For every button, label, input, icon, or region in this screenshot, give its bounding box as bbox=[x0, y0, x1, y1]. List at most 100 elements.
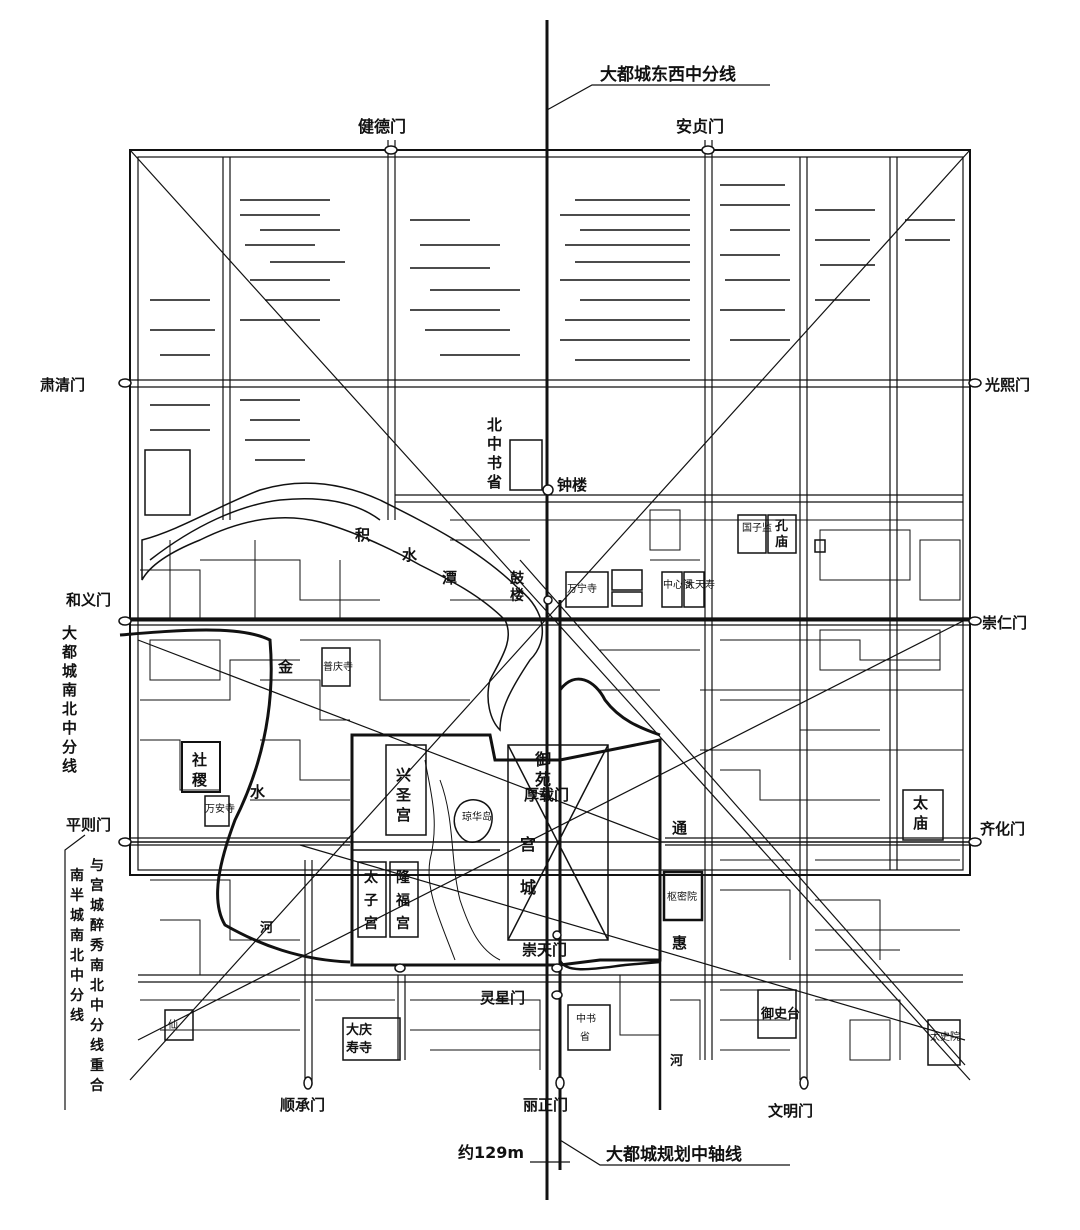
tong-label: 通 bbox=[672, 819, 687, 837]
svg-text:中: 中 bbox=[90, 997, 104, 1014]
taizigong-label-2: 子 bbox=[364, 893, 378, 909]
xingsheng-label-3: 宫 bbox=[396, 806, 411, 824]
svg-text:分: 分 bbox=[70, 988, 84, 1004]
offset-label: 约129m bbox=[458, 1143, 524, 1162]
svg-text:北: 北 bbox=[62, 700, 77, 718]
city-wall bbox=[129, 149, 971, 876]
guozijian-label: 国子监 bbox=[742, 521, 772, 534]
xian-label: 仙 bbox=[168, 1018, 178, 1031]
jishuitan-label-3: 潭 bbox=[442, 569, 457, 587]
zhongshusheng-label-2: 省 bbox=[580, 1030, 590, 1043]
longfu-label-2: 福 bbox=[395, 892, 410, 909]
wanan-temple-label: 万安寺 bbox=[205, 802, 235, 815]
svg-text:分: 分 bbox=[62, 738, 77, 756]
beizhong-label-2: 中 bbox=[487, 435, 502, 453]
svg-text:秀: 秀 bbox=[89, 937, 105, 954]
daqing-label-2: 寿寺 bbox=[346, 1040, 372, 1056]
longfu-label-1: 隆 bbox=[396, 869, 411, 886]
gate-lizheng-label: 丽正门 bbox=[523, 1096, 568, 1114]
leader-lines bbox=[64, 84, 790, 1166]
tianshi-label: 大天寿 bbox=[685, 578, 715, 591]
planning-axis-label: 大都城规划中轴线 bbox=[606, 1144, 742, 1165]
note-column-1: 与 宫 城 醉 秀 南 北 中 分 线 重 合 bbox=[89, 858, 105, 1094]
qiongyu-label: 琼华岛 bbox=[462, 810, 492, 823]
gate-labels: 健德门 安贞门 肃清门 光熙门 和义门 崇仁门 平则门 齐化门 顺承门 丽正门 … bbox=[40, 117, 1030, 1120]
svg-text:北: 北 bbox=[90, 978, 104, 994]
gate-chongren-label: 崇仁门 bbox=[982, 614, 1027, 632]
block-network bbox=[140, 509, 961, 1070]
svg-text:城: 城 bbox=[90, 897, 104, 914]
beizhong-label-3: 书 bbox=[487, 454, 502, 472]
svg-text:南: 南 bbox=[70, 867, 84, 884]
drum-tower-label-1: 鼓 bbox=[510, 570, 525, 587]
kongmiao-label-2: 庙 bbox=[775, 534, 788, 550]
svg-text:线: 线 bbox=[70, 1007, 84, 1024]
beizhong-label-1: 北 bbox=[487, 416, 502, 434]
sheji-label-2: 稷 bbox=[192, 771, 208, 789]
gate-suqing-label: 肃清门 bbox=[40, 376, 85, 394]
gong-label: 宫 bbox=[520, 835, 536, 854]
taishiyuan-label: 太史院 bbox=[930, 1030, 960, 1043]
svg-text:宫: 宫 bbox=[90, 877, 104, 894]
sheji-label-1: 社 bbox=[191, 751, 207, 769]
svg-text:北: 北 bbox=[70, 948, 84, 964]
svg-text:半: 半 bbox=[70, 887, 84, 904]
longfu-label-3: 宫 bbox=[396, 915, 410, 932]
gate-wenming-label: 文明门 bbox=[768, 1102, 813, 1120]
houzai-gate-label: 厚载门 bbox=[524, 786, 569, 804]
gate-guangxi-label: 光熙门 bbox=[984, 376, 1030, 394]
taimiao-label-2: 庙 bbox=[913, 814, 928, 832]
svg-text:合: 合 bbox=[90, 1077, 105, 1094]
bell-tower-label: 钟楼 bbox=[557, 476, 587, 494]
planning-axes bbox=[129, 149, 971, 1081]
svg-text:都: 都 bbox=[61, 643, 77, 661]
svg-text:大: 大 bbox=[62, 624, 77, 642]
jishuitan-lake bbox=[141, 482, 544, 732]
chongtian-gate-label: 崇天门 bbox=[522, 941, 567, 959]
svg-text:南: 南 bbox=[62, 681, 77, 699]
he-south-label: 河 bbox=[670, 1053, 683, 1069]
east-west-midline-label: 大都城东西中分线 bbox=[600, 64, 736, 85]
yuyuan-label-2: 苑 bbox=[534, 770, 551, 789]
taimiao-label-1: 太 bbox=[913, 794, 929, 812]
gate-shuncheng-label: 顺承门 bbox=[280, 1096, 325, 1114]
taizigong-label-3: 宫 bbox=[364, 915, 378, 932]
shumiyuan-label: 枢密院 bbox=[667, 890, 697, 903]
daqing-label-1: 大庆 bbox=[346, 1022, 372, 1038]
hui-label: 惠 bbox=[672, 934, 687, 952]
tonghui-canal bbox=[424, 759, 501, 961]
svg-text:线: 线 bbox=[62, 757, 77, 775]
beizhong-label-4: 省 bbox=[486, 473, 502, 491]
wanning-temple-label: 万宁寺 bbox=[567, 582, 597, 595]
yuyuan-label-1: 御 bbox=[534, 750, 551, 769]
gate-qihua-label: 齐化门 bbox=[980, 820, 1025, 838]
gate-jiande-label: 健德门 bbox=[358, 117, 406, 136]
gate-pingze-label: 平则门 bbox=[66, 816, 111, 834]
svg-text:城: 城 bbox=[70, 907, 84, 924]
lingxing-gate-label: 灵星门 bbox=[480, 989, 525, 1007]
xingsheng-label-1: 兴 bbox=[396, 766, 411, 784]
note-column-2: 南 半 城 南 北 中 分 线 bbox=[70, 867, 84, 1024]
svg-text:中: 中 bbox=[62, 719, 77, 737]
hutong-rows bbox=[150, 184, 955, 461]
gate-markers bbox=[118, 145, 982, 1090]
he-west-label: 河 bbox=[260, 920, 273, 936]
xingsheng-label-2: 圣 bbox=[395, 786, 412, 804]
svg-text:南: 南 bbox=[90, 957, 104, 974]
yushitai-label: 御史台 bbox=[760, 1006, 800, 1022]
zhongshusheng-label-1: 中书 bbox=[576, 1012, 596, 1025]
svg-text:分: 分 bbox=[90, 1018, 104, 1034]
imperial-city-wall bbox=[350, 733, 662, 967]
palace-city bbox=[144, 439, 961, 1066]
jishuitan-label-2: 水 bbox=[402, 546, 418, 564]
svg-text:中: 中 bbox=[70, 967, 84, 984]
north-south-midline-label: 大 都 城 南 北 中 分 线 bbox=[61, 624, 77, 775]
shui-label: 水 bbox=[250, 783, 266, 801]
place-labels: 北 中 书 省 钟楼 国子监 孔 庙 积 水 潭 鼓 楼 万宁寺 中心阁 大天寿… bbox=[168, 416, 960, 1069]
gate-anzhen-label: 安贞门 bbox=[676, 117, 724, 136]
svg-text:醉: 醉 bbox=[90, 917, 104, 934]
svg-text:城: 城 bbox=[62, 662, 77, 680]
kongmiao-label-1: 孔 bbox=[775, 519, 788, 534]
